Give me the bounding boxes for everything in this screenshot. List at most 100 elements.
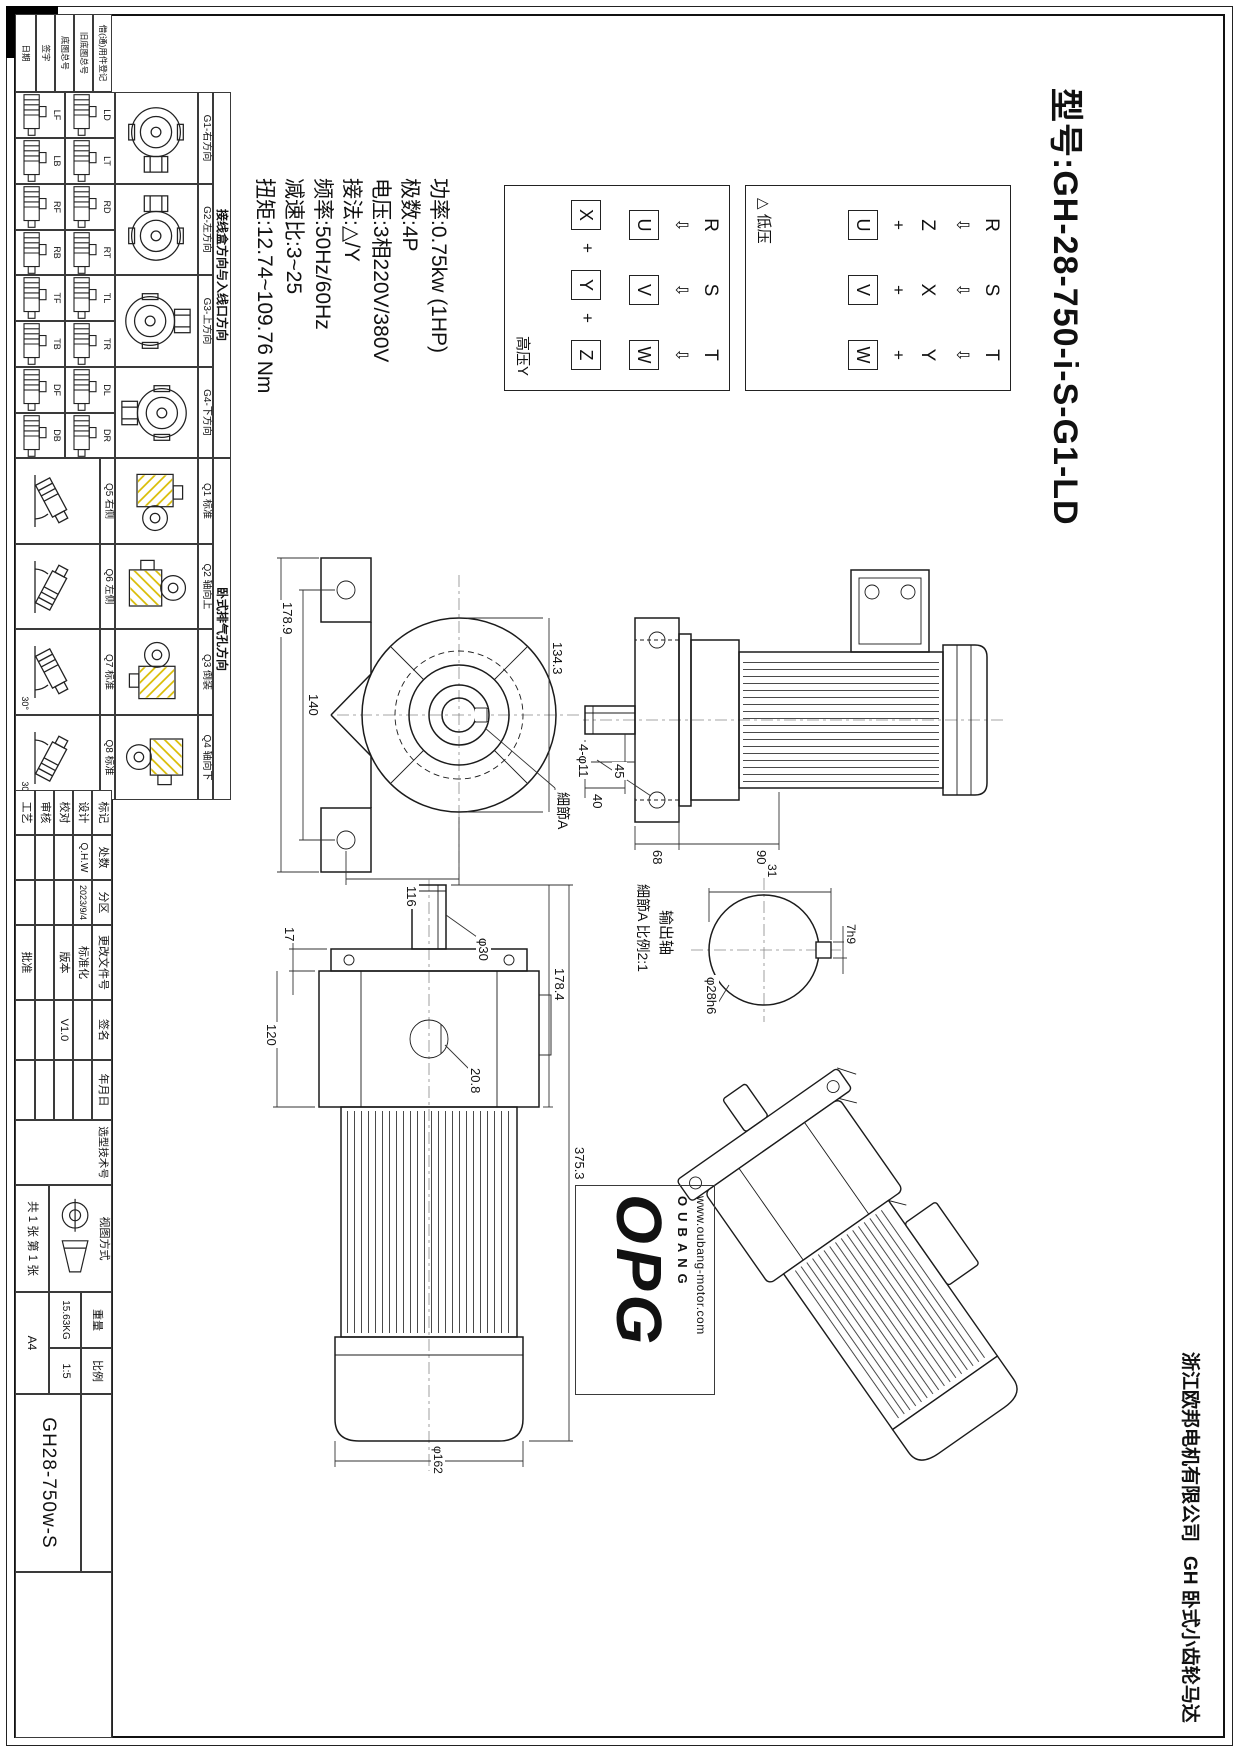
- plus-sign: +: [889, 350, 908, 360]
- star-terminal-box: X: [571, 200, 601, 230]
- phase-label: T: [981, 349, 1002, 361]
- motor-side-icon: [73, 323, 97, 365]
- exhaust-big-icon-cell: [115, 544, 198, 629]
- exhaust-big-icon-cell: [115, 715, 198, 800]
- exhaust-angle-icon-cell: [15, 458, 100, 544]
- scale-value-cell: 1:5: [49, 1348, 81, 1394]
- detail-label-line2: 細節A 比例2:1: [633, 882, 653, 974]
- rev-header-text: 标记: [96, 801, 109, 824]
- exhaust-angle-icon-cell: 30°: [15, 715, 100, 800]
- exhaust-big-icon-cell: [115, 458, 198, 544]
- dir-code-label: DL: [101, 384, 112, 396]
- exhaust-bottom-label: Q7 标准: [100, 629, 115, 715]
- junction-group-label-text: G3-上方向: [200, 297, 212, 345]
- logo-url: www.oubang-motor.com: [694, 1196, 708, 1335]
- rev-header-text: 分区: [96, 891, 109, 914]
- drawing-number-cell: GH28-750w-S: [15, 1394, 81, 1572]
- junction-small-cell: DF: [15, 367, 65, 413]
- motor-side-icon: [23, 186, 47, 228]
- ledger-field: 借(通)用件登记: [93, 14, 112, 92]
- dim-d30: φ30: [476, 936, 491, 963]
- dir-code-label: TL: [101, 292, 112, 304]
- dim-7h9: 7h9: [844, 922, 858, 947]
- dim-178-4: 178.4: [552, 966, 567, 1003]
- junction-small-cell: LB: [15, 138, 65, 184]
- motor-exhaust-icon: [129, 559, 187, 607]
- empty-cell: [54, 880, 73, 925]
- ledger-field: 底图总号: [55, 14, 74, 92]
- junction-small-cell: DL: [65, 367, 115, 413]
- wiring-high-label: 高压Y: [514, 335, 531, 376]
- exhaust-label-text: Q3 倒装: [200, 653, 212, 691]
- elevation-view-drawing: [583, 569, 1003, 850]
- motor-tilted-icon: [34, 474, 72, 528]
- down-arrow-icon: ⇩: [953, 282, 972, 298]
- process-label: 工艺: [15, 790, 35, 835]
- exhaust-label-text: Q7 标准: [102, 653, 114, 691]
- empty-cell: [73, 1060, 92, 1120]
- dir-code-label: DR: [101, 429, 112, 442]
- junction-small-cell: DR: [65, 413, 115, 458]
- paper-size-cell: A4: [15, 1292, 49, 1394]
- ledger-field-text: 日期: [20, 44, 31, 62]
- empty-cell: [15, 1000, 35, 1060]
- exhaust-table-header-text: 卧式排气孔方向: [215, 586, 230, 671]
- junction-group-label: G4-下方向: [198, 367, 213, 458]
- junction-big-icon-cell: [115, 367, 198, 458]
- junction-big-icon-cell: [115, 92, 198, 184]
- design-date: 2023/9/4: [73, 880, 92, 925]
- detail-view-drawing: [687, 878, 847, 1022]
- down-arrow-icon: ⇩: [953, 347, 972, 363]
- motor-side-icon: [73, 140, 97, 182]
- rev-header-cell: 年月日: [92, 1060, 112, 1120]
- exhaust-bottom-label: Q5 右侧: [100, 458, 115, 544]
- motor-side-icon: [73, 186, 97, 228]
- empty-cell: [35, 1000, 54, 1060]
- exhaust-angle-icon-cell: 30°: [15, 629, 100, 715]
- junction-group-label-text: G2-左方向: [200, 206, 212, 253]
- dir-code-label: TB: [51, 338, 62, 350]
- junction-small-cell: TR: [65, 321, 115, 367]
- section-view-drawing: [273, 879, 573, 1471]
- down-arrow-icon: ⇩: [672, 347, 691, 363]
- wiring-low-label: △ 低压: [755, 198, 772, 244]
- ledger-field-text: 旧底图总号: [78, 31, 89, 75]
- phase-label: R: [700, 218, 721, 232]
- selection-tech-label: 选型技术号: [97, 1126, 109, 1179]
- dim-68: 68: [650, 848, 665, 867]
- junction-small-cell: RT: [65, 230, 115, 275]
- junction-small-cell: LT: [65, 138, 115, 184]
- junction-small-cell: DB: [15, 413, 65, 458]
- star-terminal-box: Z: [571, 340, 601, 370]
- empty-cell: [15, 880, 35, 925]
- isometric-view-drawing: [677, 1067, 1018, 1461]
- exhaust-bottom-label: Q6 左侧: [100, 544, 115, 629]
- product-name: GH 卧式小齿轮马达: [1179, 1556, 1200, 1723]
- spec-list: 功率:0.75kw (1HP) 极数:4P 电压:3相220V/380V 接法:…: [250, 178, 453, 393]
- exhaust-top-label: Q4 轴向下: [198, 715, 213, 800]
- version-value: V1.0: [54, 1000, 73, 1060]
- exhaust-bottom-label: Q8 标准: [100, 715, 115, 800]
- dir-code-label: LB: [51, 155, 62, 167]
- cell-text: V1.0: [58, 1018, 71, 1042]
- plus-sign: +: [578, 313, 597, 323]
- motor-side-icon: [23, 277, 47, 319]
- wiring-box-high-voltage: R S T ⇩ ⇩ ⇩ U V W X + Y + Z 高压Y: [504, 185, 730, 391]
- down-arrow-icon: ⇩: [672, 217, 691, 233]
- motor-side-icon: [23, 414, 47, 457]
- junction-small-cell: RB: [15, 230, 65, 275]
- paper-size-text: A4: [25, 1335, 40, 1351]
- logo-block: www.oubang-motor.com OUBANG OPG: [575, 1185, 715, 1395]
- exhaust-big-icon-cell: [115, 629, 198, 715]
- dir-code-label: DF: [51, 384, 62, 396]
- dim-178-9: 178.9: [280, 600, 295, 637]
- auditor-label: 审核: [35, 790, 54, 835]
- motor-face-icon: [125, 293, 192, 349]
- dir-code-label: LD: [101, 109, 112, 121]
- junction-table-header: 接线盒方向与入线口方向: [213, 92, 231, 458]
- rev-header-text: 年月日: [96, 1073, 109, 1107]
- motor-side-icon: [23, 94, 47, 136]
- rev-header-cell: 处数: [92, 835, 112, 880]
- spec-line: 扭矩:12.74~109.76 Nm: [253, 178, 276, 394]
- dim-375-3: 375.3: [572, 1145, 587, 1182]
